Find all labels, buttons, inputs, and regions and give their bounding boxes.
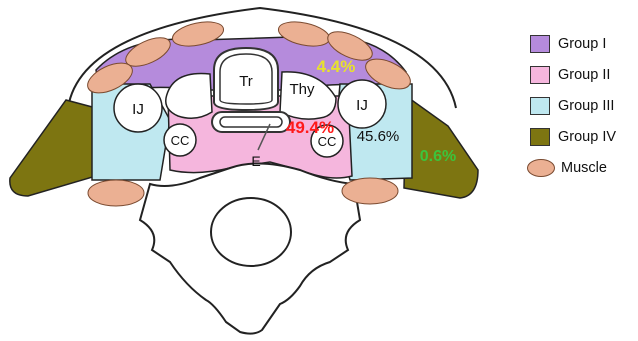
legend-swatch-group2 <box>530 66 550 84</box>
legend-swatch-group3 <box>530 97 550 115</box>
label-trachea: Tr <box>239 73 253 90</box>
percent-group2: 49.4% <box>286 118 334 137</box>
label-thyroid: Thy <box>289 81 315 98</box>
group4-left-region <box>10 100 96 196</box>
legend-label-group1: Group I <box>558 36 606 52</box>
legend-swatch-group4 <box>530 128 550 146</box>
legend-swatch-group1 <box>530 35 550 53</box>
label-cc-left: CC <box>171 133 190 148</box>
label-ij-right: IJ <box>356 97 368 114</box>
legend-label-group3: Group III <box>558 98 614 114</box>
percent-group1: 4.4% <box>317 57 356 76</box>
esophagus-inner <box>220 117 282 127</box>
legend-label-group4: Group IV <box>558 129 616 145</box>
legend-label-muscle: Muscle <box>561 160 607 176</box>
label-esophagus: E <box>251 153 260 169</box>
legend-item-muscle: Muscle <box>530 152 638 183</box>
percent-group3: 45.6% <box>357 128 400 145</box>
legend: Group I Group II Group III Group IV Musc… <box>530 28 638 183</box>
label-ij-left: IJ <box>132 101 144 118</box>
legend-item-group3: Group III <box>530 90 638 121</box>
legend-item-group4: Group IV <box>530 121 638 152</box>
muscle-right-lower <box>342 178 398 204</box>
legend-label-group2: Group II <box>558 67 610 83</box>
legend-swatch-muscle <box>527 159 555 177</box>
muscle-left-lower <box>88 180 144 206</box>
legend-item-group2: Group II <box>530 59 638 90</box>
legend-item-group1: Group I <box>530 28 638 59</box>
group4-right-region <box>404 96 478 198</box>
vertebral-foramen <box>211 198 291 266</box>
percent-group4: 0.6% <box>420 148 456 165</box>
